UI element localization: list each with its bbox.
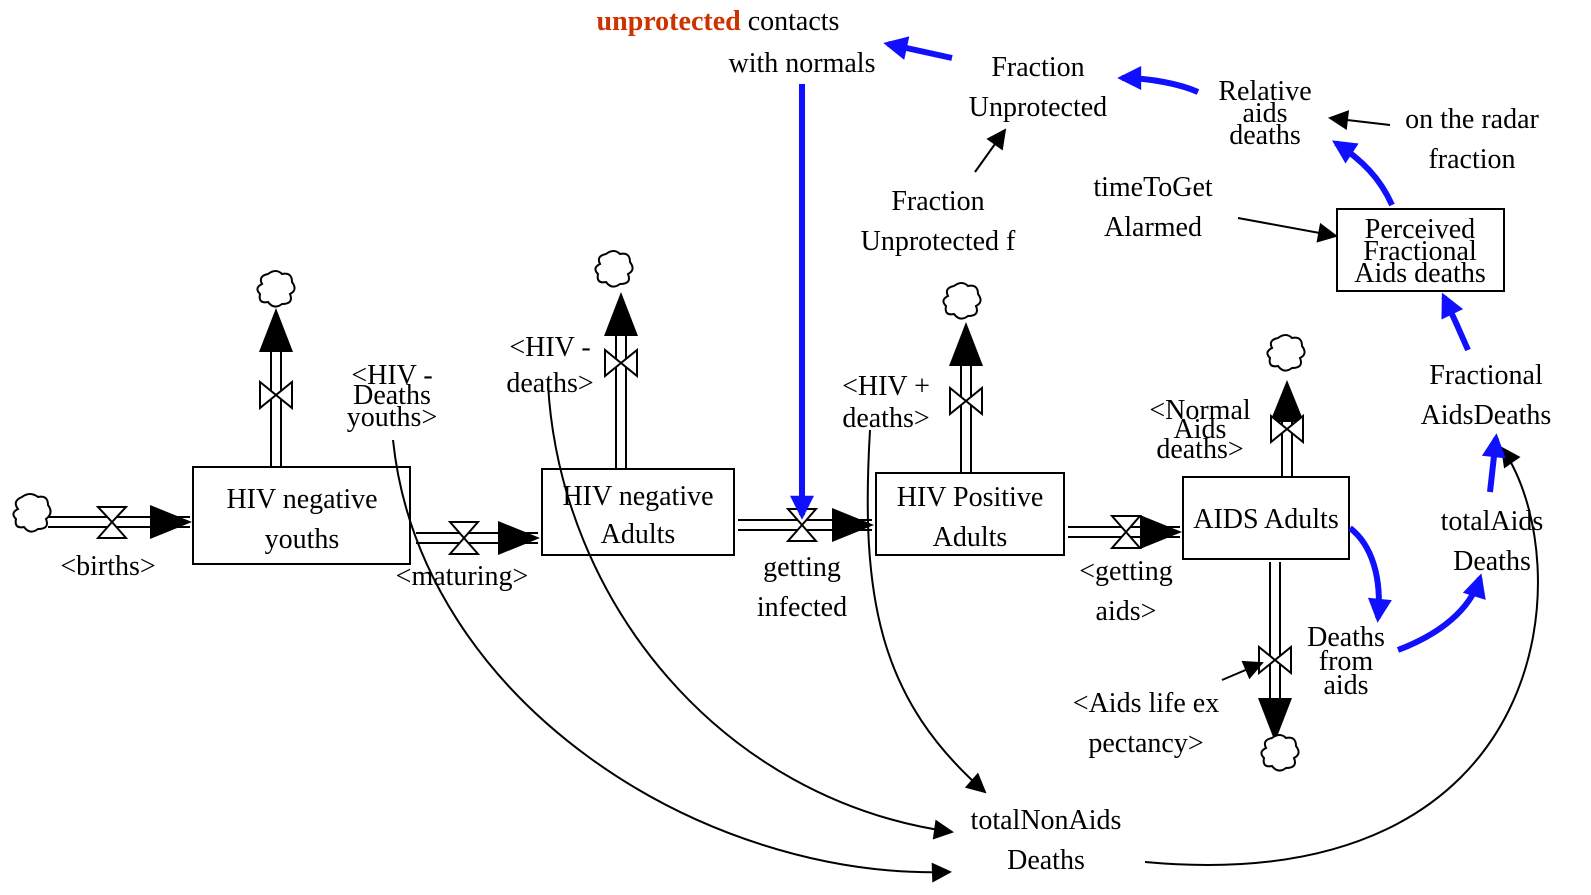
cloud-sink-normal-aids [1266, 334, 1306, 372]
label-time-to-get-alarmed-2: Alarmed [1104, 212, 1202, 243]
stock-hiv-negative-adults[interactable]: HIV negative Adults [541, 468, 735, 556]
label-hiv-plus-deaths-2: deaths> [842, 403, 929, 434]
label-hiv-minus-deaths-2: deaths> [506, 368, 593, 399]
valve-births [95, 506, 129, 539]
label-total-nonaids-deaths-2: Deaths [1007, 845, 1085, 876]
link-totalaids-to-fractional [1481, 433, 1506, 493]
label-fraction-unprotected-f-1: Fraction [891, 186, 984, 217]
label-births: <births> [60, 551, 155, 582]
valve-adult-neg-deaths [604, 347, 638, 379]
label-total-nonaids-deaths-1: totalNonAids [971, 805, 1122, 836]
flow-deaths-from-aids-pipe [1258, 562, 1292, 742]
stock-label-line3: Aids deaths [1354, 258, 1485, 289]
link-youth-deaths-to-total [392, 439, 952, 883]
link-time-to-perceived [1237, 217, 1338, 243]
link-deathsfromaids-to-totalaids [1396, 573, 1486, 653]
label-deaths-from-aids-1: Deaths [1307, 622, 1385, 653]
flow-youth-deaths-pipe [259, 308, 293, 466]
link-unprotected-to-contacts [883, 36, 953, 61]
label-hiv-minus-deaths-youths-1: <HIV - [351, 360, 432, 391]
label-relative-aids-deaths-3: deaths [1229, 120, 1301, 151]
label-fractional-aids-deaths-2: AidsDeaths [1421, 400, 1552, 431]
stock-label-line2: Adults [933, 522, 1008, 553]
label-deaths-from-aids-3: aids [1323, 670, 1368, 701]
stock-aids-adults[interactable]: AIDS Adults [1182, 476, 1350, 560]
cloud-source-births [12, 493, 52, 533]
flow-maturing-pipe [416, 521, 540, 555]
stock-label-line1: AIDS Adults [1193, 504, 1338, 535]
label-hiv-plus-deaths-1: <HIV + [842, 371, 930, 402]
link-life-exp-to-deaths [1221, 660, 1264, 681]
valve-youth-deaths [259, 379, 293, 411]
label-aids-life-exp-1: <Aids life ex [1073, 688, 1219, 719]
flow-adult-neg-deaths-pipe [604, 292, 638, 468]
stock-label-line1: Perceived [1365, 214, 1475, 245]
label-hiv-minus-deaths-youths-2: Deaths [353, 380, 431, 411]
valve-adult-pos-deaths [949, 385, 983, 417]
flow-adult-pos-deaths-pipe [949, 322, 983, 472]
link-radar-to-relative [1328, 110, 1391, 131]
cloud-sink-pos-adults [942, 282, 982, 320]
label-total-aids-deaths-2: Deaths [1453, 546, 1531, 577]
label-fraction-unprotected-2: Unprotected [969, 92, 1107, 123]
cloud-sink-youths [256, 270, 296, 308]
label-normal-aids-deaths-3: deaths> [1156, 434, 1243, 465]
stock-label-line2: Adults [601, 519, 676, 550]
link-neg-deaths-to-total [547, 383, 954, 840]
label-on-the-radar-2: fraction [1428, 144, 1515, 175]
stock-label-line2: Fractional [1363, 236, 1477, 267]
stock-label-line2: youths [265, 524, 340, 555]
label-deaths-from-aids-2: from [1319, 646, 1374, 677]
label-maturing: <maturing> [396, 561, 529, 592]
label-hiv-minus-deaths-1: <HIV - [509, 332, 590, 363]
label-getting-infected-1: getting [763, 552, 841, 583]
label-unprotected-highlight: unprotected [597, 6, 742, 37]
valve-normal-aids-deaths [1270, 413, 1304, 445]
link-pos-deaths-to-total [866, 429, 987, 794]
link-fraction-f-to-unprotected [974, 128, 1007, 173]
label-total-aids-deaths-1: totalAids [1441, 506, 1544, 537]
label-relative-aids-deaths-2: aids [1242, 98, 1287, 129]
link-fractional-to-perceived [1441, 292, 1471, 352]
label-relative-aids-deaths-1: Relative [1218, 76, 1311, 107]
label-fractional-aids-deaths-1: Fractional [1429, 360, 1543, 391]
valve-maturing [447, 521, 481, 555]
label-fraction-unprotected-1: Fraction [991, 52, 1084, 83]
valve-deaths-from-aids [1258, 644, 1292, 676]
label-on-the-radar-1: on the radar [1405, 104, 1539, 135]
link-relative-to-unprotected [1117, 66, 1200, 95]
stock-hiv-negative-youths[interactable]: HIV negative youths [192, 466, 411, 565]
label-getting-aids-1: <getting [1079, 556, 1173, 587]
label-getting-aids-2: aids> [1096, 596, 1157, 627]
link-total-nonaids-to-fractional [1144, 446, 1539, 866]
flow-births-pipe [48, 505, 192, 539]
link-aidsadults-to-deathsfromaids [1348, 525, 1392, 623]
label-normal-aids-deaths-1: <Normal [1149, 395, 1251, 426]
stock-label-line1: HIV negative [226, 484, 377, 515]
label-normal-aids-deaths-2: Aids [1174, 414, 1227, 445]
label-fraction-unprotected-f-2: Unprotected f [861, 226, 1016, 257]
valve-getting-aids [1109, 515, 1143, 549]
label-contacts: contacts [741, 6, 840, 37]
cloud-sink-neg-adults [594, 250, 634, 288]
label-aids-life-exp-2: pectancy> [1088, 728, 1203, 759]
label-getting-infected-2: infected [757, 592, 847, 623]
stock-hiv-positive-adults[interactable]: HIV Positive Adults [875, 472, 1065, 556]
label-with-normals: with normals [729, 48, 876, 79]
label-time-to-get-alarmed-1: timeToGet [1093, 172, 1213, 203]
stock-label-line1: HIV negative [562, 481, 713, 512]
label-unprotected-contacts: unprotected contacts [597, 6, 840, 37]
stock-label-line1: HIV Positive [897, 482, 1044, 513]
stock-perceived-fractional-aids-deaths[interactable]: Perceived Fractional Aids deaths [1336, 208, 1505, 292]
link-perceived-to-relative [1331, 140, 1395, 207]
cloud-sink-aids-deaths [1260, 734, 1300, 772]
label-hiv-minus-deaths-youths-3: youths> [347, 402, 437, 433]
